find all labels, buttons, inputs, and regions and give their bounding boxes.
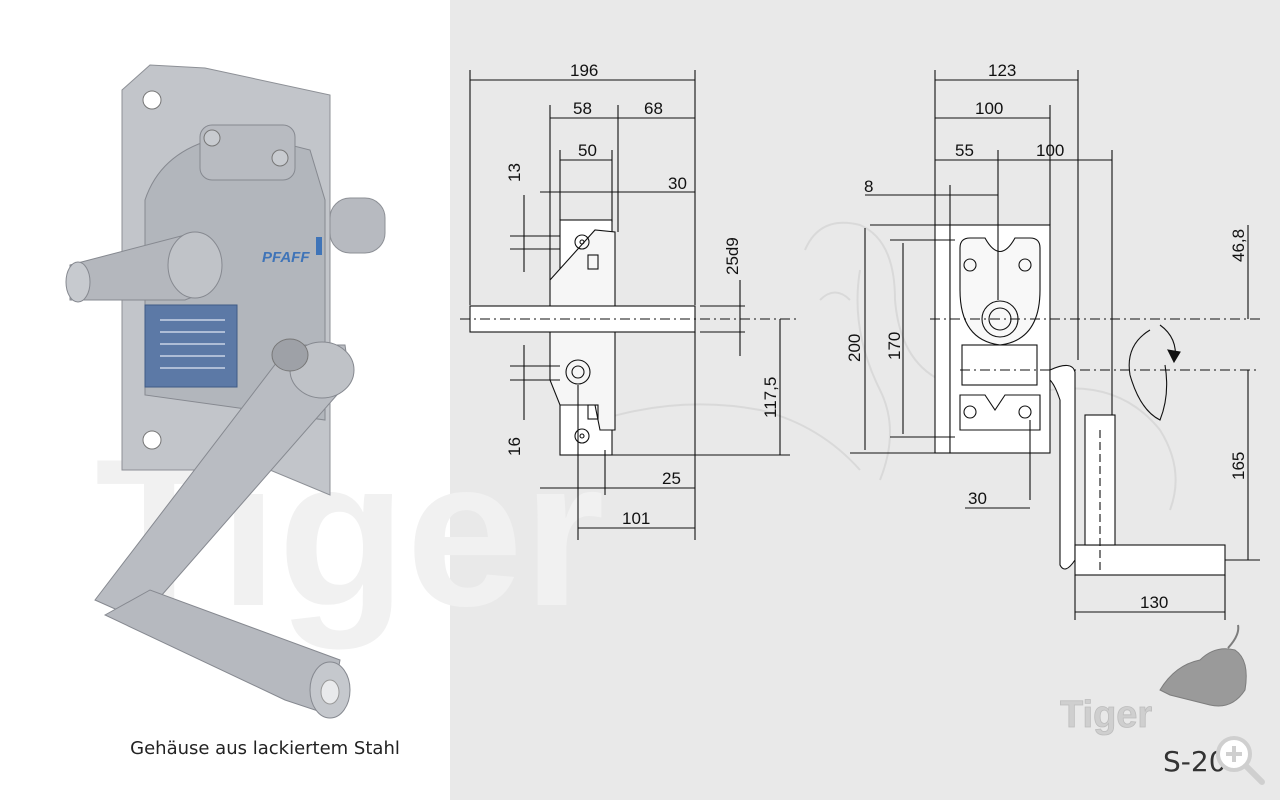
pfaff-logo: PFAFF [262,249,310,266]
photo-caption: Gehäuse aus lackiertem Stahl [130,738,400,759]
dim-16: 16 [505,437,524,456]
dim-68: 68 [644,99,663,118]
front-view-dimensions: 196 58 68 50 30 13 25d9 117,5 16 25 101 [505,61,780,528]
tiger-logo-text: Tiger [1060,694,1152,736]
dim-25d9: 25d9 [723,237,742,275]
winch-photo: PFAFF [65,64,386,719]
front-view-drawing [460,70,800,540]
dim-58: 58 [573,99,592,118]
zoom-in-magnifier-icon[interactable] [1212,732,1270,790]
dim-165: 165 [1229,452,1248,480]
side-view-dimensions: 123 100 55 100 8 200 170 46,8 30 165 130 [845,61,1248,612]
dim-200: 200 [845,334,864,362]
dim-117-5: 117,5 [761,377,780,418]
dim-101: 101 [622,509,650,528]
dim-30-side: 30 [968,489,987,508]
dim-123: 123 [988,61,1016,80]
dim-130: 130 [1140,593,1168,612]
dim-196: 196 [570,61,598,80]
dim-25: 25 [662,469,681,488]
tiger-logo: Tiger [1060,624,1247,736]
dim-55: 55 [955,141,974,160]
model-label: S-20 [1163,745,1227,778]
dim-50: 50 [578,141,597,160]
side-view-drawing [850,70,1260,620]
dim-46-8: 46,8 [1229,229,1248,262]
dim-100-top: 100 [975,99,1003,118]
dim-170: 170 [885,332,904,360]
name-plate [144,304,238,388]
dim-8: 8 [864,177,873,196]
dim-13: 13 [505,163,524,182]
dim-30: 30 [668,174,687,193]
dim-100-lower: 100 [1036,141,1064,160]
